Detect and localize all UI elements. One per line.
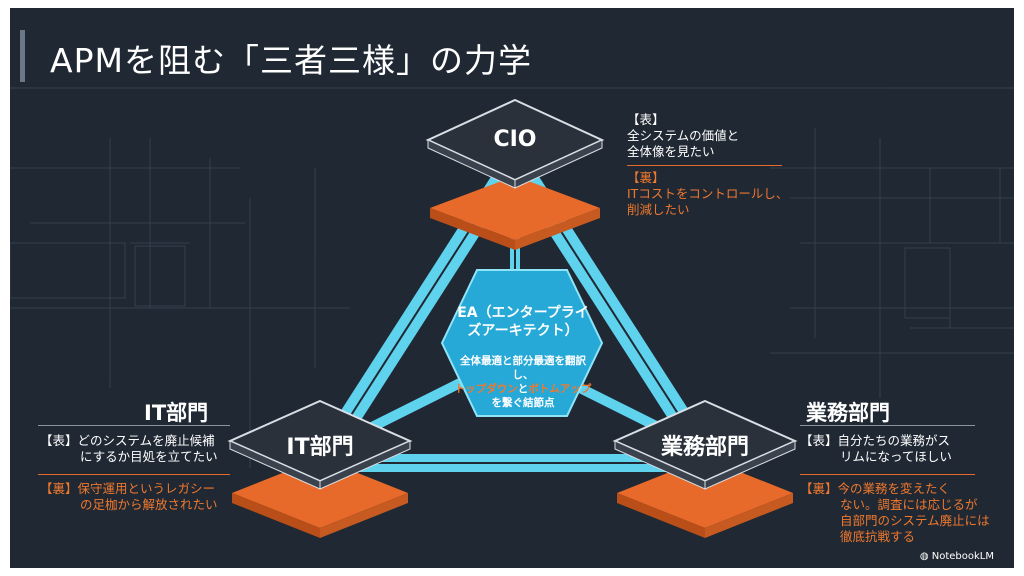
it-side-title: IT部門 [144, 401, 209, 425]
triangle-diagram [10, 87, 1014, 538]
cio-back-tag: 【裏】 [627, 170, 665, 185]
ea-hexagon [440, 269, 604, 417]
slide: APMを阻む「三者三様」の力学 CIO IT部門 業務部門 EA（エンタープライ… [10, 8, 1014, 568]
ea-body-line: 全体最適と部分最適を翻訳し、 [460, 355, 586, 381]
cio-front-line: 全体像を見たい [627, 144, 715, 159]
it-back-note: 【裏】保守運用というレガシー の足枷から解放されたい [40, 481, 218, 513]
ea-body-line: を繋ぐ結節点 [491, 397, 555, 409]
biz-front-note: 【表】自分たちの業務がス リムになってほしい [800, 433, 952, 465]
biz-title-rule [800, 425, 975, 426]
cio-back-note: 【裏】 ITコストをコントロールし、 削減したい [627, 170, 788, 218]
cio-back-line: ITコストをコントロールし、 [627, 186, 789, 201]
cio-front-tag: 【表】 [627, 112, 665, 127]
page-title: APMを阻む「三者三様」の力学 [50, 41, 532, 80]
cio-divider [627, 165, 782, 166]
biz-back-note: 【裏】今の業務を変えたく ない。調査には応じるが 自部門のシステム廃止には 徹底… [800, 481, 990, 545]
biz-label: 業務部門 [660, 435, 749, 460]
watermark: ◍ NotebookLM [920, 551, 994, 562]
it-platform [227, 399, 413, 538]
biz-side-title: 業務部門 [806, 401, 890, 425]
biz-divider [800, 474, 975, 475]
title-accent-bar [20, 30, 25, 82]
ea-title-line: ズアーキテクト） [467, 323, 579, 339]
it-back-line: 【裏】保守運用というレガシー [40, 481, 216, 496]
watermark-text: NotebookLM [931, 551, 994, 562]
cio-front-line: 全システムの価値と [627, 128, 740, 143]
cio-back-line: 削減したい [627, 202, 690, 217]
ea-title-line: EA（エンタープライ [457, 305, 589, 321]
ea-and: と [517, 383, 529, 395]
cio-platform [425, 98, 605, 250]
it-back-line: の足枷から解放されたい [80, 497, 218, 512]
cio-label: CIO [493, 127, 537, 152]
biz-back-line: ない。調査には応じるが [840, 497, 978, 512]
notebook-logo-icon: ◍ [919, 551, 932, 562]
biz-front-line: リムになってほしい [840, 449, 952, 464]
ea-bottomup: ボトムアップ [528, 383, 592, 395]
it-label: IT部門 [286, 435, 354, 460]
ea-topdown: トップダウン [454, 383, 518, 395]
it-front-note: 【表】どのシステムを廃止候補 にするか目処を立てたい [40, 433, 218, 465]
biz-back-line: 【裏】今の業務を変えたく [800, 481, 951, 496]
biz-back-line: 徹底抗戦する [840, 529, 916, 544]
ea-title: EA（エンタープライ ズアーキテクト） [450, 304, 596, 340]
blueprint-lines [10, 87, 1014, 468]
biz-front-line: 【表】自分たちの業務がス [800, 433, 951, 448]
it-divider [38, 474, 230, 475]
biz-back-line: 自部門のシステム廃止には [840, 513, 990, 528]
ea-description: 全体最適と部分最適を翻訳し、 トップダウンとボトムアップ を繋ぐ結節点 [450, 354, 596, 410]
it-front-line: 【表】どのシステムを廃止候補 [40, 433, 215, 448]
ea-body-line: トップダウンとボトムアップ [450, 382, 596, 396]
cio-front-note: 【表】 全システムの価値と 全体像を見たい [627, 112, 739, 160]
it-front-line: にするか目処を立てたい [80, 449, 218, 464]
biz-platform [612, 399, 798, 538]
it-title-rule [38, 425, 230, 426]
